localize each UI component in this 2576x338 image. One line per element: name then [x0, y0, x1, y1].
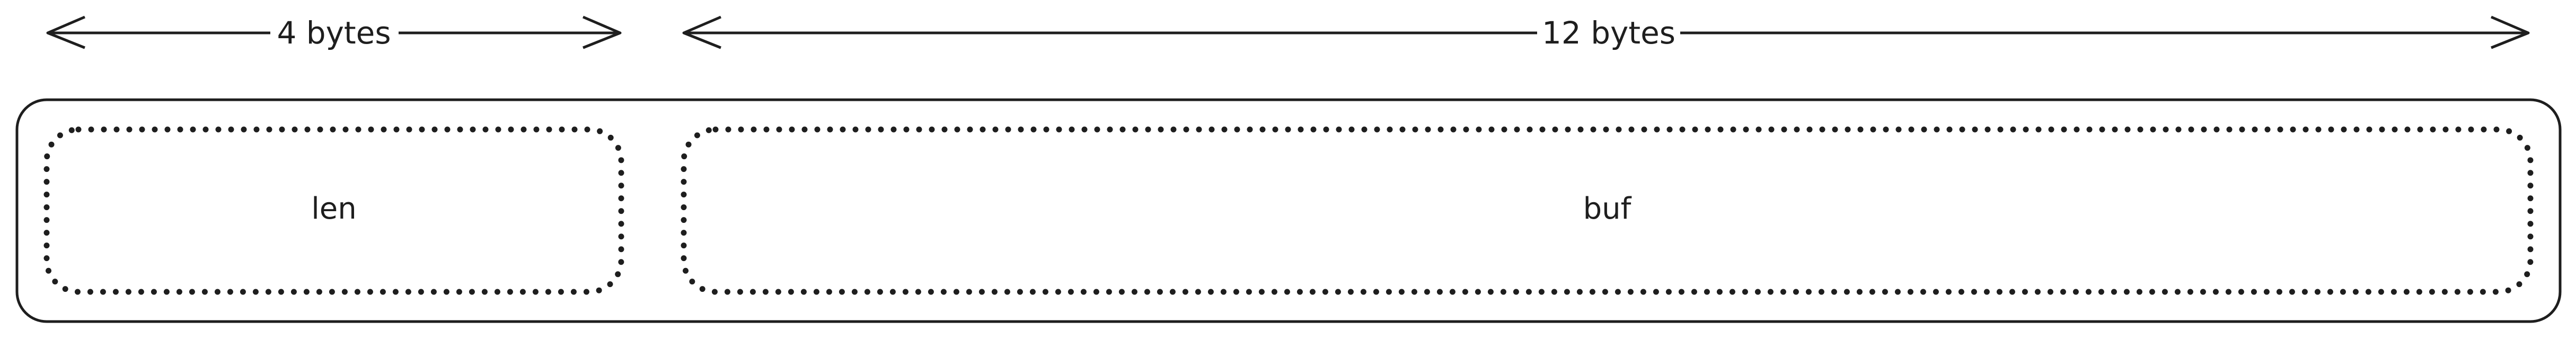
arrowhead-left-end	[583, 15, 622, 49]
dimension-label-12-bytes: 12 bytes	[1542, 15, 1675, 51]
dimension-12-bytes: 12 bytes	[682, 15, 2530, 52]
field-len-label: len	[311, 192, 357, 226]
field-buf: buf	[681, 126, 2534, 295]
dimension-label-bg-right	[1540, 15, 1678, 52]
dimension-4-bytes: 4 bytes	[46, 15, 622, 52]
field-buf-box	[681, 126, 2534, 295]
field-len-box	[43, 126, 624, 295]
field-len: len	[43, 126, 624, 295]
arrowhead-right-start	[682, 15, 721, 49]
field-buf-label: buf	[1583, 192, 1632, 226]
struct-container	[15, 98, 2562, 323]
dimension-label-4-bytes: 4 bytes	[277, 15, 391, 51]
dimension-label-bg-left	[273, 15, 396, 52]
arrowhead-left-start	[46, 15, 85, 49]
arrowhead-right-end	[2491, 15, 2530, 49]
